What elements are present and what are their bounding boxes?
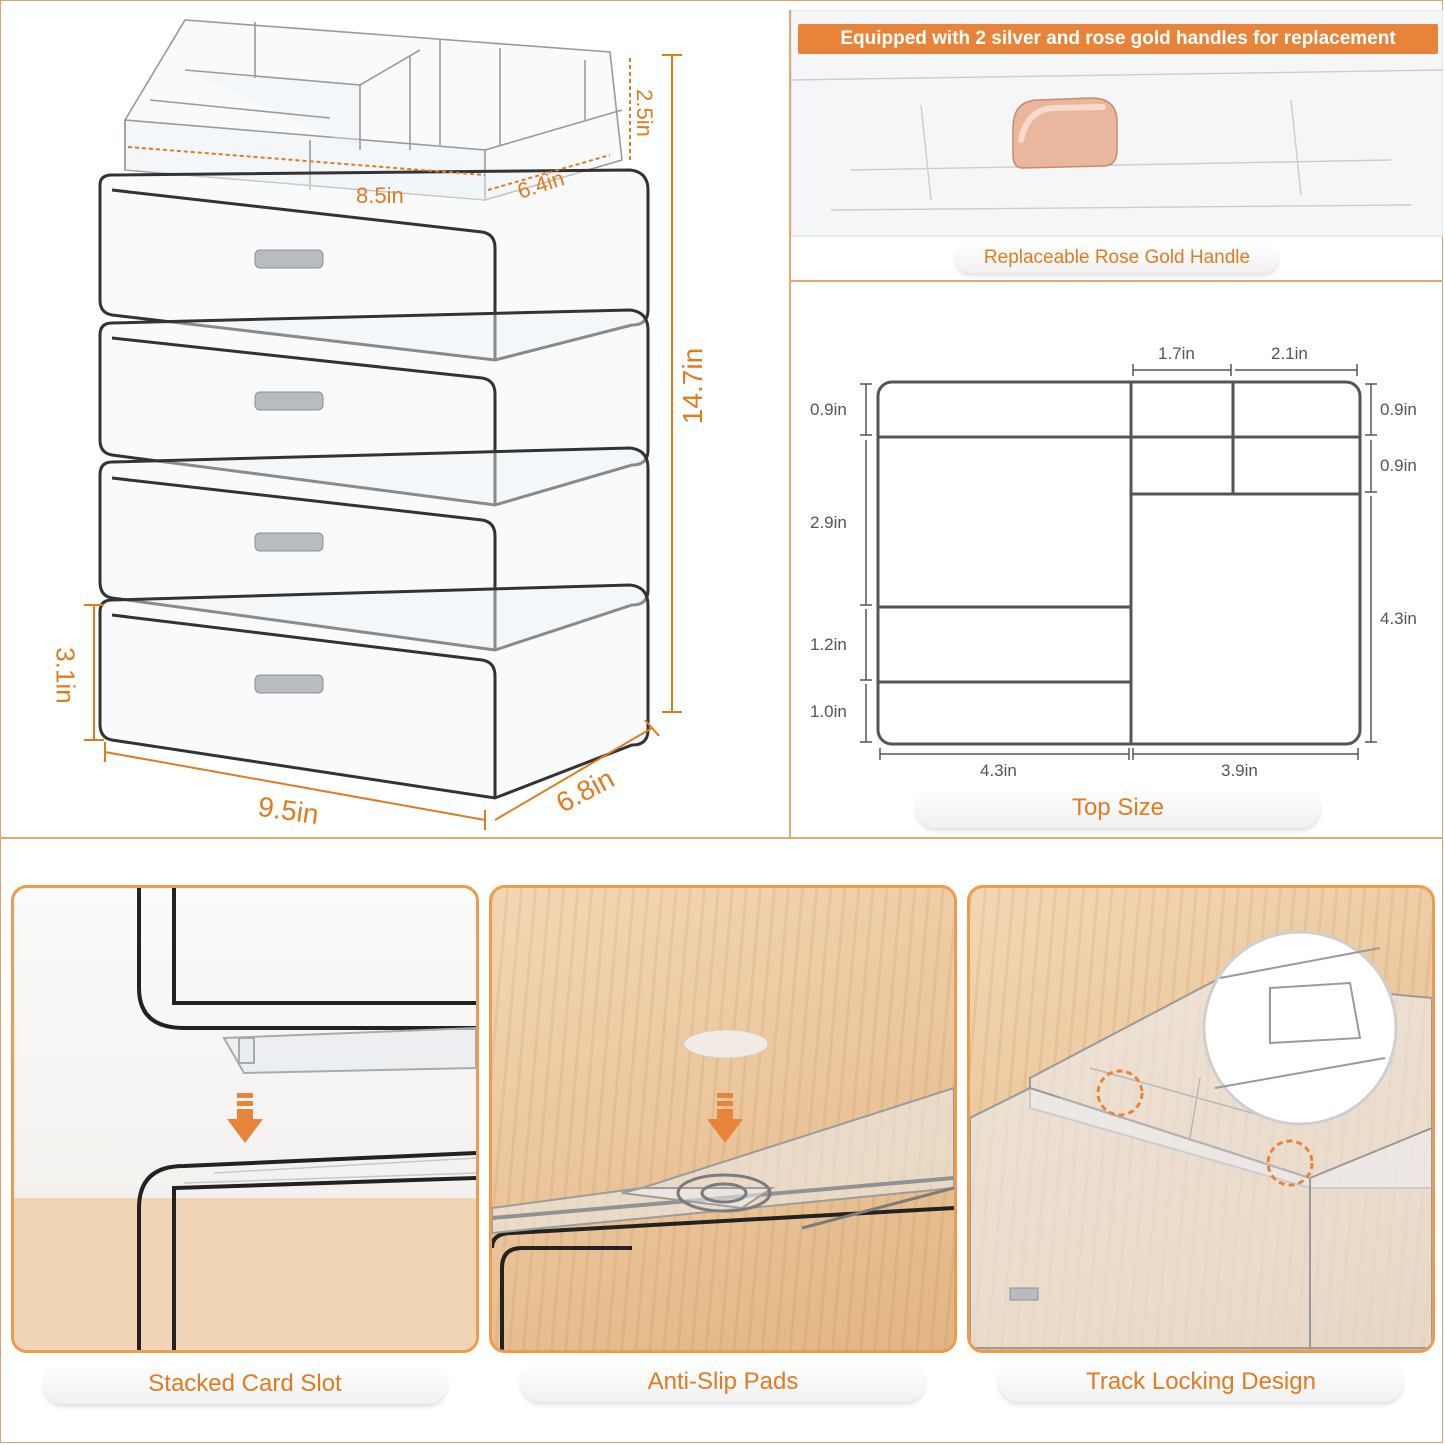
silver-handle-icon xyxy=(254,674,324,694)
arrow-down-icon xyxy=(227,1093,263,1143)
top-tray xyxy=(124,19,623,201)
left-label-4: 1.0in xyxy=(810,702,847,721)
vertical-divider xyxy=(789,10,791,838)
silver-handle-icon xyxy=(254,391,324,411)
track-locking-illustration xyxy=(970,930,1432,1349)
left-label-1: 0.9in xyxy=(810,400,847,419)
left-label-2: 2.9in xyxy=(810,513,847,532)
top-size-caption: Top Size xyxy=(916,788,1320,828)
dimension-lines xyxy=(84,54,682,830)
dim-top-height: 2.5in xyxy=(631,89,657,137)
silver-handle-icon xyxy=(254,532,324,552)
lock-point-icon xyxy=(1266,1139,1314,1187)
drawer-handles xyxy=(254,249,324,694)
bottom-label-1: 4.3in xyxy=(980,761,1017,780)
top-size-diagram xyxy=(860,364,1377,760)
silver-handle-icon xyxy=(254,249,324,269)
dim-drawer-height: 3.1in xyxy=(50,647,81,704)
feature-card-track-locking xyxy=(967,885,1435,1353)
handle-caption: Replaceable Rose Gold Handle xyxy=(956,243,1278,273)
stacked-slot-caption: Stacked Card Slot xyxy=(43,1364,447,1404)
organizer-pane: 8.5in 6.4in 2.5in 14.7in 3.1in 9.5in 6.8… xyxy=(0,0,789,837)
top-size-pane: 1.7in 2.1in 0.9in 2.9in 1.2in 1.0in 0.9i… xyxy=(791,282,1443,837)
top-label-2: 2.1in xyxy=(1271,344,1308,363)
anti-slip-pad-icon xyxy=(683,1029,769,1059)
arrow-down-icon xyxy=(707,1093,743,1143)
right-label-3: 4.3in xyxy=(1380,609,1417,628)
left-label-3: 1.2in xyxy=(810,635,847,654)
zoom-inset xyxy=(1202,930,1398,1126)
right-label-2: 0.9in xyxy=(1380,456,1417,475)
feature-card-anti-slip xyxy=(489,885,957,1353)
feature-card-stacked-slot xyxy=(11,885,479,1353)
rose-gold-handle-icon xyxy=(1012,97,1118,169)
stacked-slot-illustration xyxy=(14,888,476,1350)
organizer-illustration xyxy=(84,19,682,830)
right-label-1: 0.9in xyxy=(1380,400,1417,419)
anti-slip-illustration xyxy=(492,1029,954,1350)
drawer-stack xyxy=(98,168,650,800)
dim-total-height: 14.7in xyxy=(677,347,709,425)
bottom-label-2: 3.9in xyxy=(1221,761,1258,780)
horizontal-divider-right xyxy=(790,280,1443,282)
track-locking-caption: Track Locking Design xyxy=(999,1362,1403,1402)
dim-top-width: 8.5in xyxy=(356,183,404,208)
lock-point-icon xyxy=(1096,1069,1144,1117)
replacement-banner: Equipped with 2 silver and rose gold han… xyxy=(798,24,1438,54)
top-label-1: 1.7in xyxy=(1158,344,1195,363)
anti-slip-caption: Anti-Slip Pads xyxy=(521,1362,925,1402)
horizontal-divider-main xyxy=(0,837,1443,839)
